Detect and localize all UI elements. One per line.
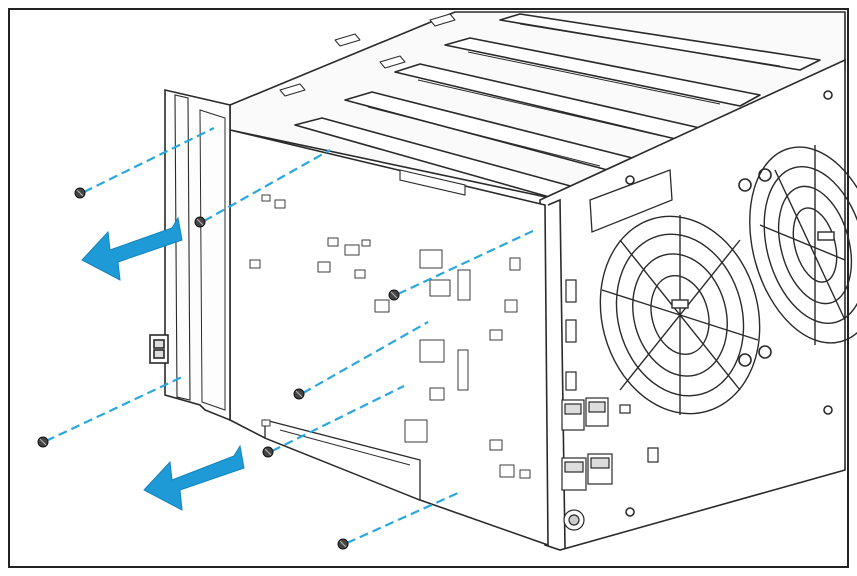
fan-grille-icon xyxy=(749,145,857,345)
motherboard-icon xyxy=(149,88,549,547)
screw-guide-lines xyxy=(45,127,536,545)
screw-icon xyxy=(293,388,305,400)
screw-icon xyxy=(37,436,49,448)
board-components xyxy=(249,194,531,479)
screw-icon xyxy=(337,538,349,550)
screw-icon xyxy=(262,446,274,458)
remove-arrow-icon xyxy=(81,216,183,281)
remove-arrow-icon xyxy=(143,444,245,511)
rear-io-ports xyxy=(561,279,659,531)
screw-icon xyxy=(194,216,206,228)
chassis-top xyxy=(229,11,846,201)
screw-icon xyxy=(388,289,400,301)
chassis-front-panel xyxy=(539,58,846,551)
screw-icon xyxy=(74,187,86,199)
fan-grille-icon xyxy=(599,215,761,415)
